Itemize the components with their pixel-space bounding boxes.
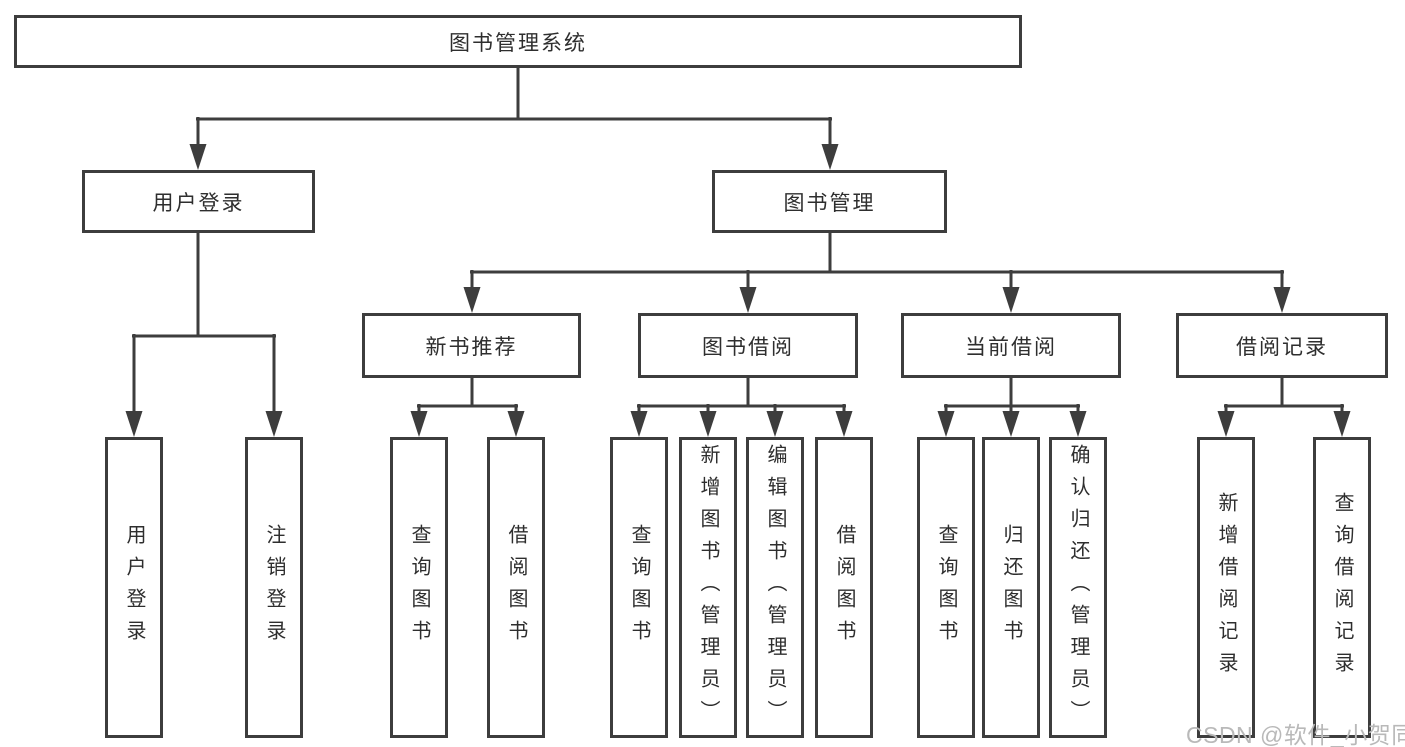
node-label: 查询图书: [408, 523, 430, 652]
connector-book-borrow-to-leaves: [630, 376, 853, 437]
node-book-borrow: 图书借阅: [638, 313, 858, 378]
node-confirm-return-admin: 确认归还（管理员）: [1049, 437, 1107, 738]
node-borrow-records: 借阅记录: [1176, 313, 1388, 378]
node-borrow-books-recommend: 借阅图书: [487, 437, 545, 738]
node-book-management: 图书管理: [712, 170, 947, 233]
node-edit-book-admin: 编辑图书（管理员）: [746, 437, 804, 738]
node-label: 用户登录: [123, 523, 145, 652]
node-return-books: 归还图书: [982, 437, 1040, 738]
connector-user-login-to-leaves: [125, 231, 283, 437]
node-label: 编辑图书（管理员）: [764, 443, 786, 732]
node-add-book-admin: 新增图书（管理员）: [679, 437, 737, 738]
node-label: 用户登录: [152, 191, 245, 215]
node-user-login: 用户登录: [82, 170, 315, 233]
node-label: 借阅图书: [505, 523, 527, 652]
node-add-borrow-record: 新增借阅记录: [1197, 437, 1255, 738]
node-label: 归还图书: [1000, 523, 1022, 652]
connector-root-to-level1: [189, 66, 839, 170]
node-label: 查询借阅记录: [1331, 491, 1353, 684]
node-label: 借阅记录: [1236, 335, 1328, 359]
node-label: 新增借阅记录: [1215, 491, 1237, 684]
node-new-book-recommend: 新书推荐: [362, 313, 581, 378]
node-label: 借阅图书: [833, 523, 855, 652]
node-label: 注销登录: [263, 523, 285, 652]
connector-book-management-to-level2: [463, 231, 1291, 313]
node-label: 查询图书: [935, 523, 957, 652]
node-label: 图书借阅: [702, 335, 794, 359]
node-query-books-recommend: 查询图书: [390, 437, 448, 738]
node-library-system: 图书管理系统: [14, 15, 1022, 68]
node-label: 图书管理: [783, 191, 876, 215]
node-borrow-books-action: 借阅图书: [815, 437, 873, 738]
node-query-books-borrow: 查询图书: [610, 437, 668, 738]
node-user-login-action: 用户登录: [105, 437, 163, 738]
node-label: 查询图书: [628, 523, 650, 652]
connector-borrow-records-to-leaves: [1217, 376, 1351, 437]
node-query-books-current: 查询图书: [917, 437, 975, 738]
node-query-borrow-record: 查询借阅记录: [1313, 437, 1371, 738]
node-current-borrow: 当前借阅: [901, 313, 1121, 378]
node-label: 新增图书（管理员）: [697, 443, 719, 732]
connector-new-book-recommend-to-leaves: [410, 376, 525, 437]
node-label: 图书管理系统: [449, 31, 587, 55]
node-logout: 注销登录: [245, 437, 303, 738]
node-label: 新书推荐: [425, 335, 518, 359]
node-label: 当前借阅: [965, 335, 1057, 359]
node-label: 确认归还（管理员）: [1067, 443, 1089, 732]
csdn-watermark: CSDN @软件_小贺同学: [1186, 722, 1405, 747]
connector-current-borrow-to-leaves: [937, 376, 1087, 437]
